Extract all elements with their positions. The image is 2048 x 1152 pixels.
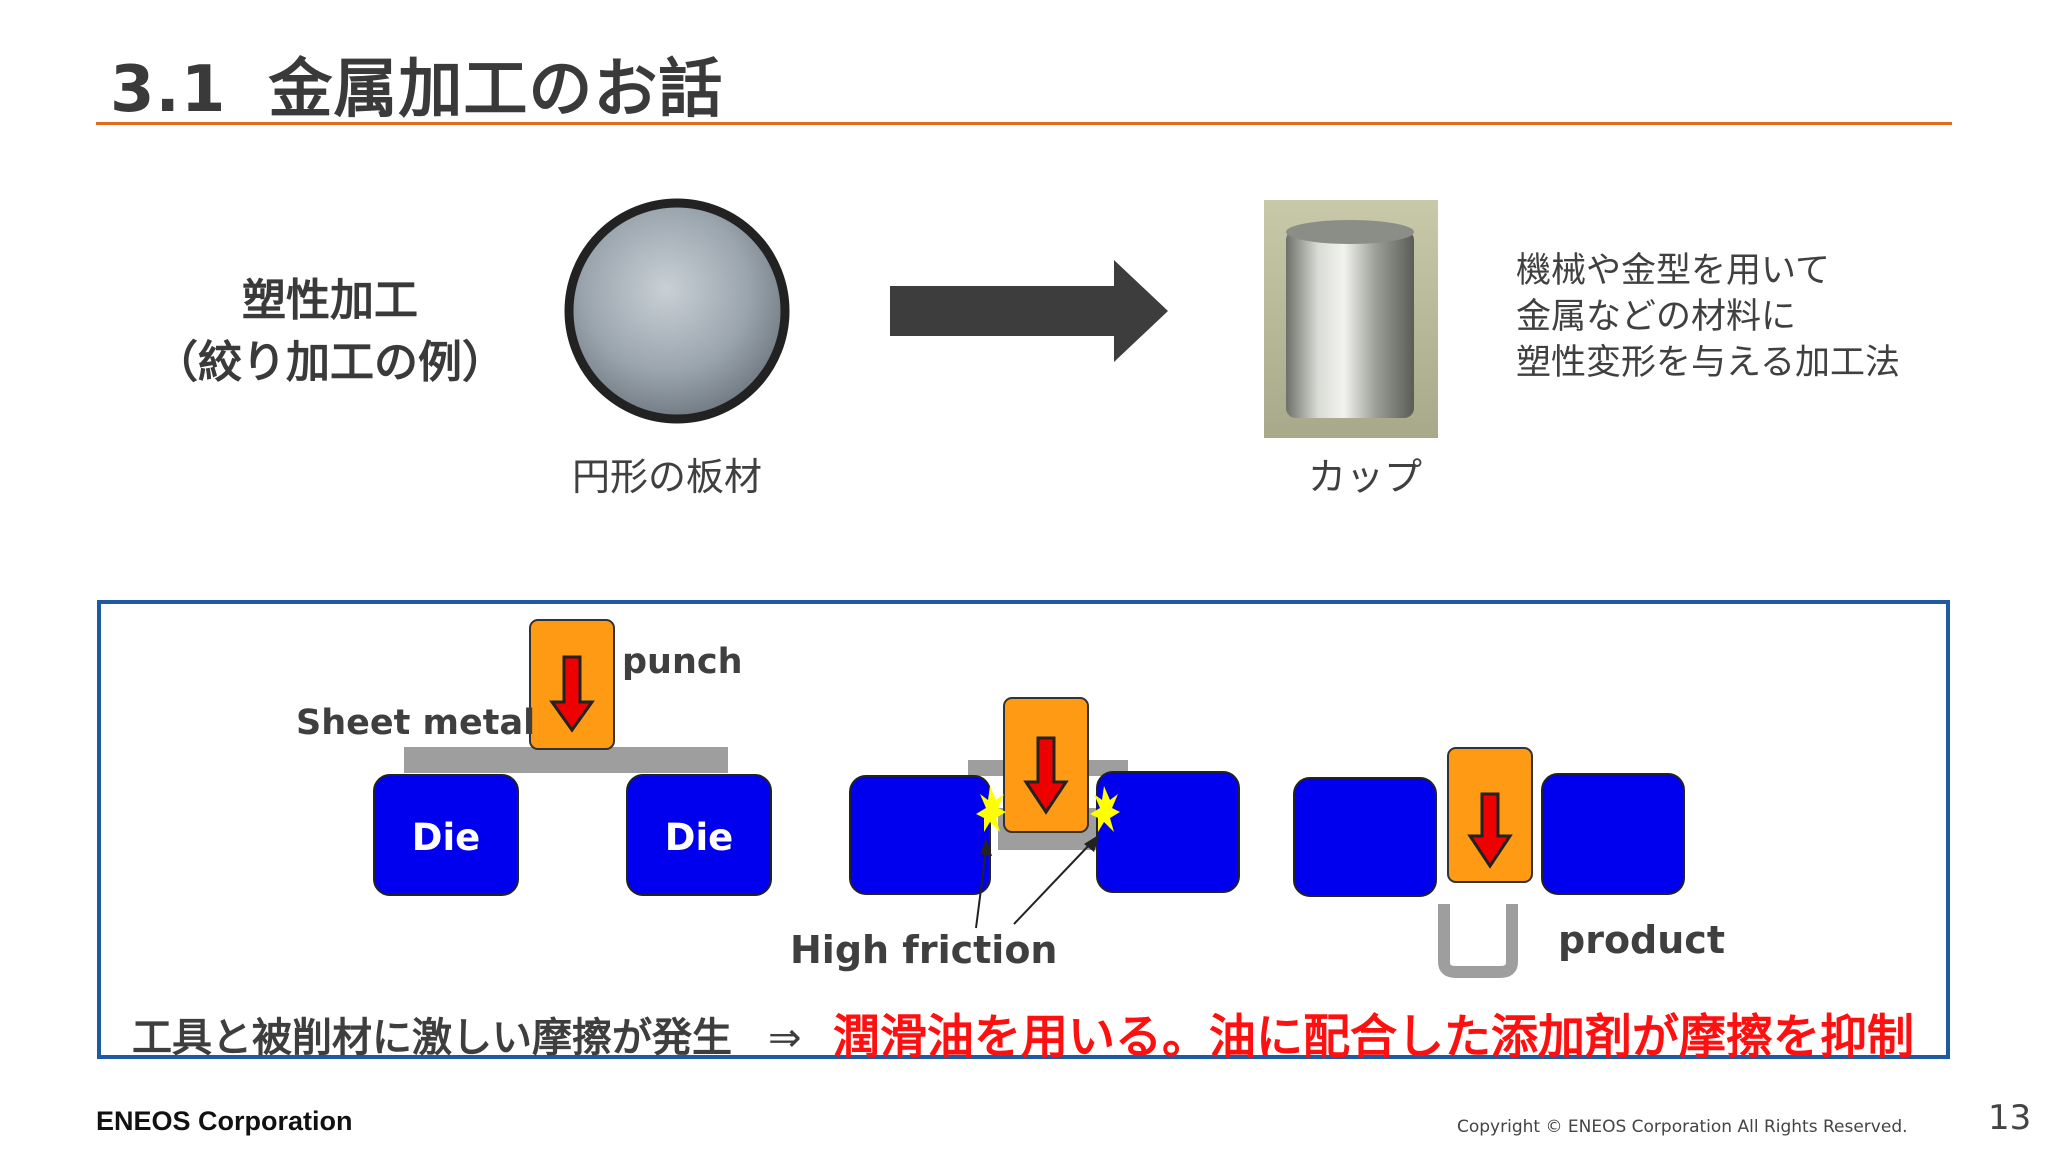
punch-label: punch [622, 642, 743, 682]
transform-arrow [890, 260, 1168, 362]
down-arrow-icon [1467, 792, 1513, 869]
description-line: 金属などの材料に [1516, 297, 1797, 337]
circular-sheet-image [564, 198, 790, 424]
process-label-line1: 塑性加工 [242, 275, 418, 326]
cup-image [1264, 200, 1438, 438]
copyright: Copyright © ENEOS Corporation All Rights… [1457, 1117, 1908, 1137]
down-arrow-icon [1023, 736, 1069, 815]
die-right [626, 774, 772, 896]
friction-pointer-head [1084, 834, 1100, 852]
die-right-stage3 [1541, 773, 1685, 895]
description-line: 機械や金型を用いて [1516, 251, 1830, 291]
title-underline [96, 122, 1952, 125]
section-number: 3.1 [110, 53, 227, 127]
page-number: 13 [1988, 1098, 2032, 1138]
die-left-stage2 [849, 775, 991, 895]
slide-title: 3.1 金属加工のお話 [110, 38, 723, 130]
down-arrow-icon [549, 655, 595, 733]
friction-label: High friction [790, 928, 1058, 972]
spark-icon [1090, 786, 1120, 832]
conclusion-solution: 潤滑油を用いる。油に配合した添加剤が摩擦を抑制 [833, 1010, 1914, 1065]
problem-text: 工具と被削材に激しい摩擦が発生 [132, 1015, 732, 1061]
after-caption: カップ [1308, 455, 1423, 499]
die-label-right: Die [665, 816, 734, 859]
implies-arrow: ⇒ [767, 1015, 802, 1061]
die-right-stage2 [1096, 771, 1240, 893]
sheet-metal [404, 747, 728, 773]
before-caption: 円形の板材 [572, 455, 763, 499]
description: 機械や金型を用いて 金属などの材料に 塑性変形を与える加工法 [1516, 248, 1900, 386]
die-left [373, 774, 519, 896]
friction-pointer [1013, 841, 1093, 925]
product-label: product [1558, 918, 1725, 962]
process-label: 塑性加工 （絞り加工の例） [140, 270, 520, 394]
spark-icon [976, 786, 1006, 832]
die-left-stage3 [1293, 777, 1437, 897]
conclusion-problem: 工具と被削材に激しい摩擦が発生 ⇒ [132, 1005, 801, 1063]
friction-pointer-head [980, 838, 992, 856]
product-cup [1438, 904, 1518, 978]
title-text: 金属加工のお話 [268, 53, 724, 127]
sheet-metal-label: Sheet metal [296, 703, 536, 743]
friction-pointer [975, 849, 987, 929]
company-logo: ENEOS Corporation [96, 1106, 353, 1136]
process-label-line2: （絞り加工の例） [154, 337, 506, 388]
description-line: 塑性変形を与える加工法 [1516, 343, 1900, 383]
die-label-left: Die [412, 816, 481, 859]
